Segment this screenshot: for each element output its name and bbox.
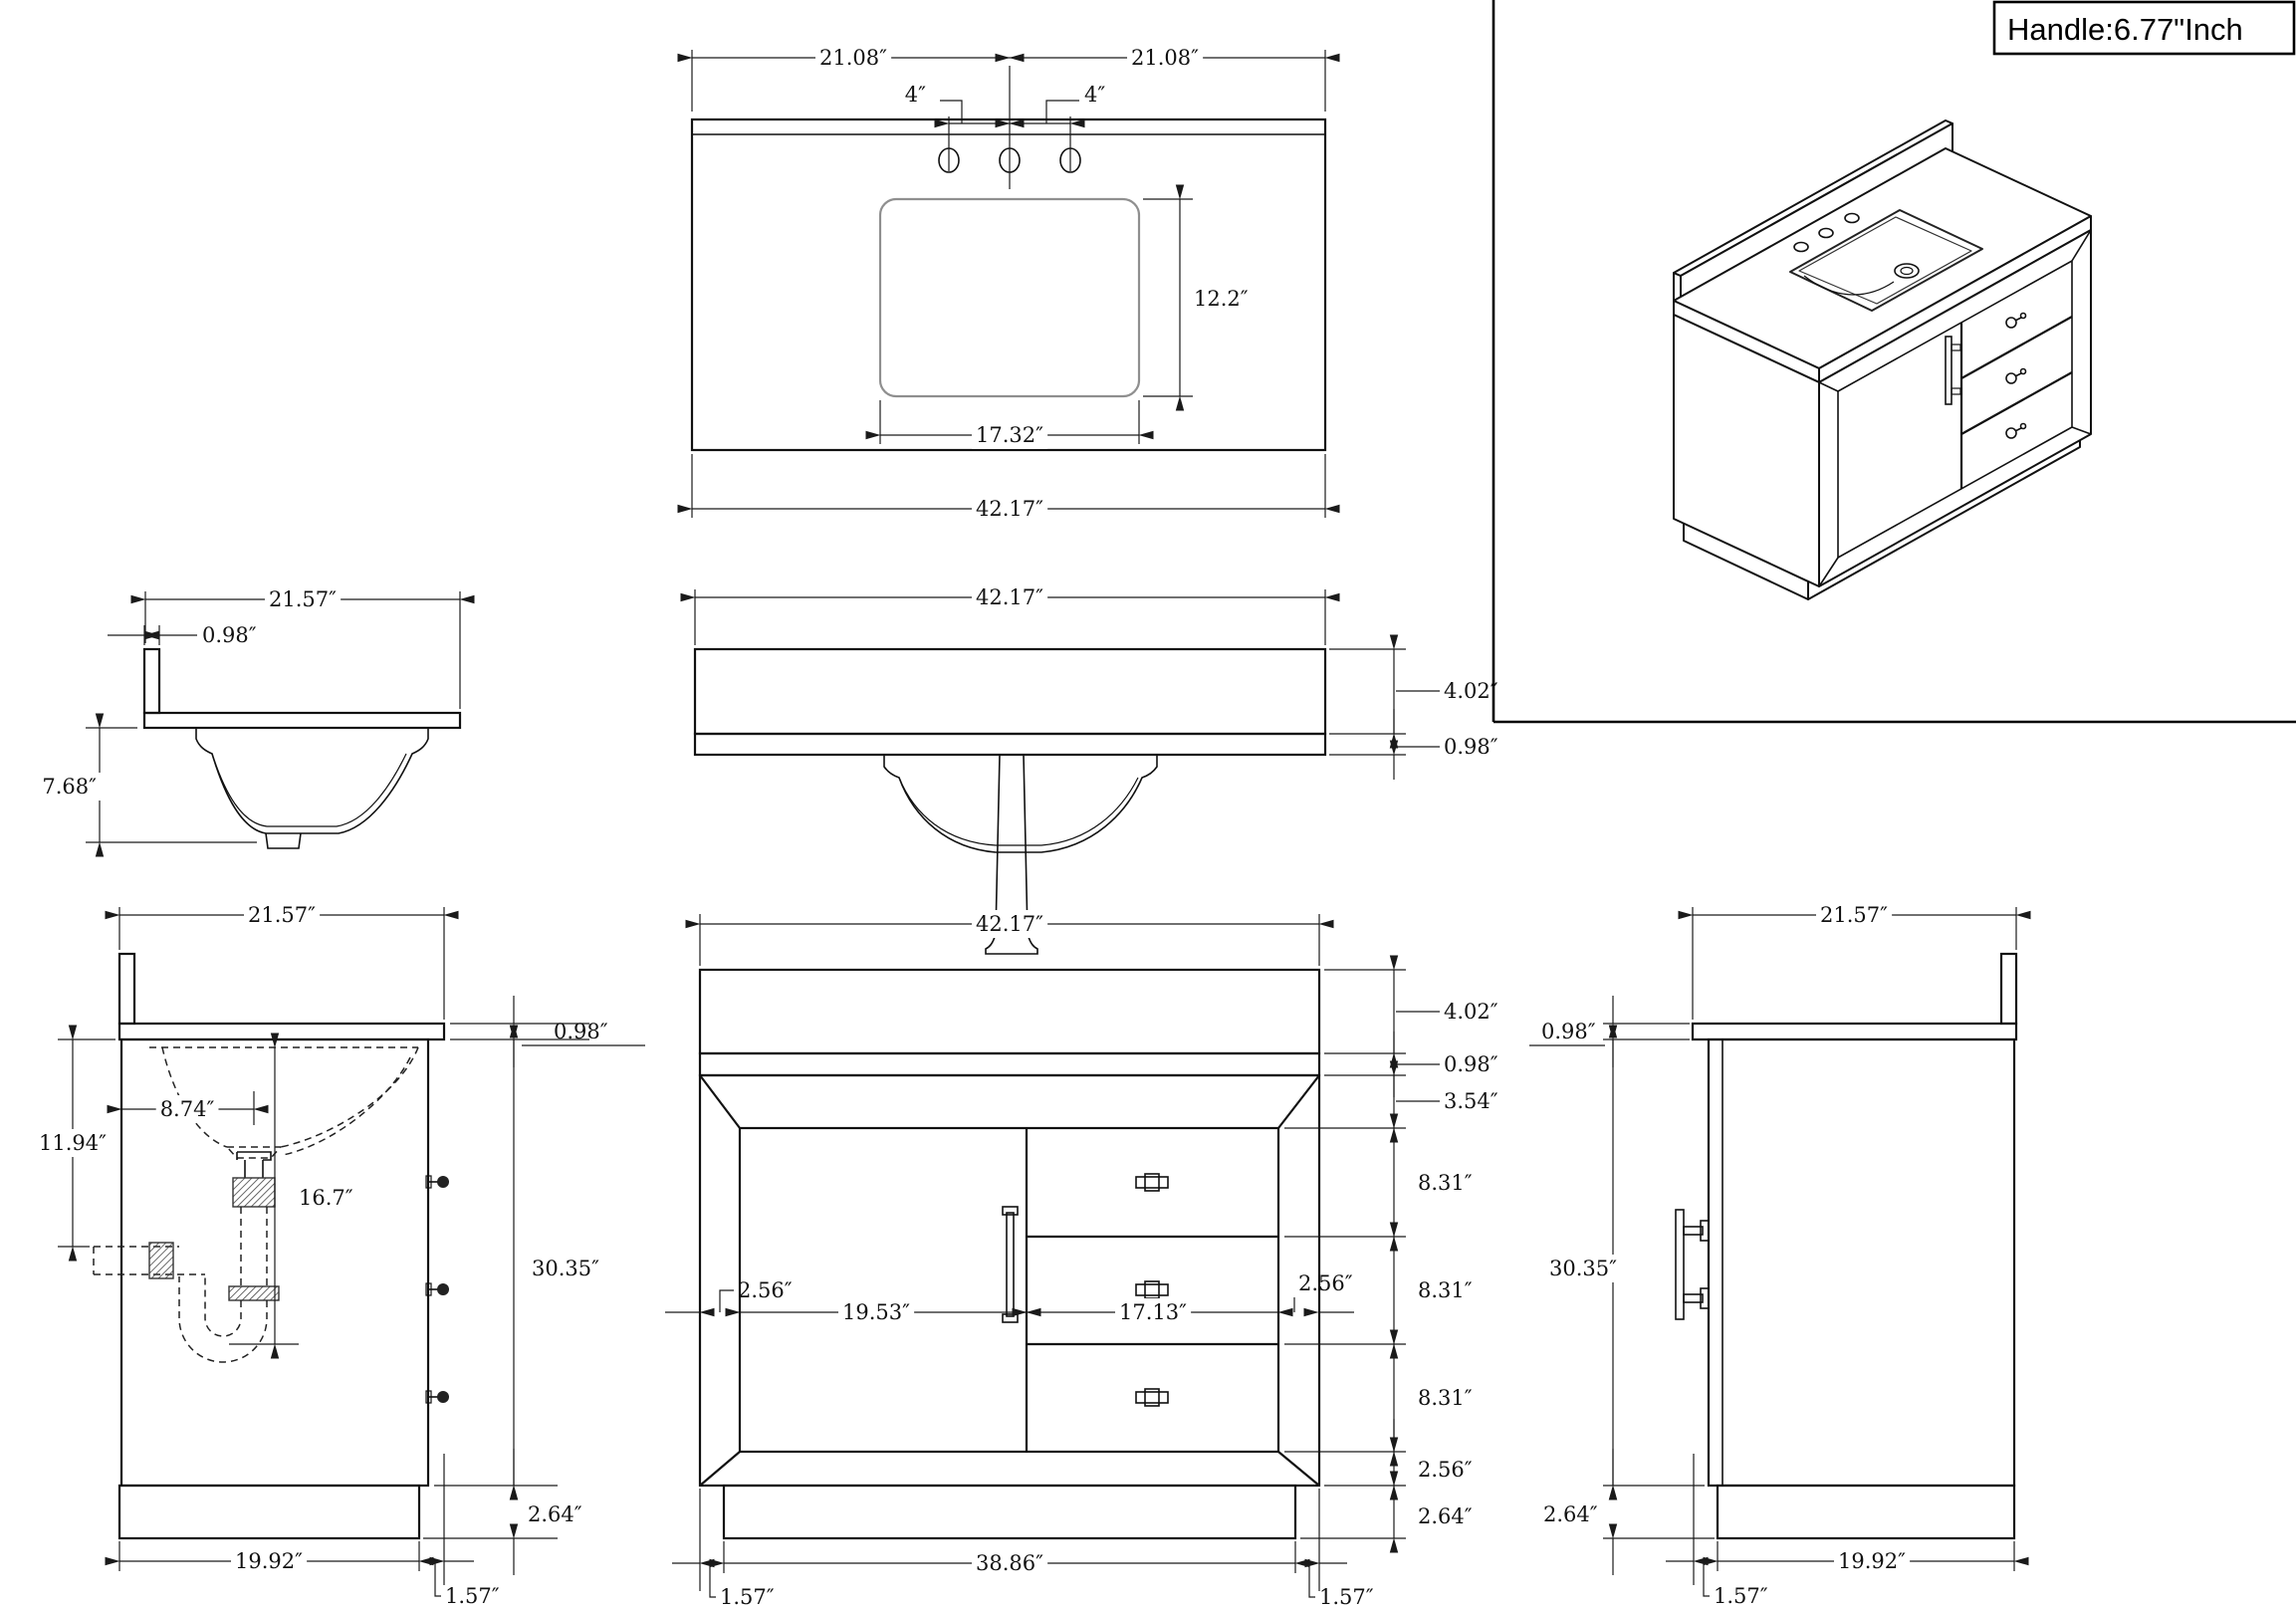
dim-drain-offset: 8.74″	[160, 1097, 215, 1121]
dim-front-frame-left: 2.56″	[738, 1278, 793, 1302]
dim-counter-front-thickness: 0.98″	[1444, 735, 1498, 759]
countertop-side-view: 21.57″ 0.98″ 7.68″	[38, 585, 475, 857]
dim-side-left-inset: 1.57″	[445, 1584, 500, 1608]
dim-front-drawer2: 8.31″	[1418, 1278, 1473, 1302]
dim-side-right-thickness: 0.98″	[1541, 1020, 1596, 1043]
dim-front-base-height: 2.64″	[1418, 1504, 1473, 1528]
handle-label-box	[1992, 0, 2296, 56]
handle-label: Handle:6.77"Inch	[2007, 12, 2243, 47]
dim-front-drawer-width: 17.13″	[1119, 1300, 1187, 1324]
top-plan-view: 21.08″ 21.08″ 4″ 4″ 12.2″ 17.32″ 42.17″	[677, 44, 1340, 523]
dim-trap-height: 11.94″	[39, 1131, 107, 1155]
dim-side-left-depth: 21.57″	[248, 903, 316, 927]
dim-top-left-half: 21.08″	[819, 46, 887, 70]
drain-coupling	[232, 1177, 276, 1208]
trap-coupling	[228, 1285, 280, 1301]
dim-drain-drop: 16.7″	[299, 1186, 353, 1210]
dim-front-inset-right: 1.57″	[1319, 1585, 1374, 1609]
side-sink-bowl	[195, 728, 429, 834]
pipe-coupling	[148, 1242, 174, 1279]
drawer-handles	[1135, 1173, 1169, 1407]
dim-side-left-thickness: 0.98″	[554, 1020, 608, 1043]
isometric-view: Handle:6.77"Inch	[1492, 0, 2296, 724]
door-handle	[1002, 1206, 1019, 1323]
side-door-handle	[1675, 1209, 1710, 1320]
front-drain	[985, 754, 1038, 955]
dim-front-width: 42.17″	[976, 912, 1043, 936]
dim-front-drawer1: 8.31″	[1418, 1171, 1473, 1195]
dim-side-right-base-height: 2.64″	[1543, 1502, 1598, 1526]
sink-cutout	[878, 197, 1141, 398]
dim-faucet-left: 4″	[905, 83, 926, 107]
dim-front-counter-thickness: 0.98″	[1444, 1052, 1498, 1076]
dim-side-right-cab-height: 30.35″	[1549, 1257, 1617, 1280]
cabinet-side-right-view: 21.57″ 0.98″ 30.35″ 2.64″ 19.92″ 1.57″	[1529, 901, 2031, 1608]
iso-door-handle	[1945, 336, 1952, 405]
dim-front-drawer3: 8.31″	[1418, 1386, 1473, 1410]
dim-counter-front-height: 4.02″	[1444, 679, 1498, 703]
cabinet-front-view: 42.17″ 4.02″ 0.98″ 3.54″ 8.31″ 8.31″ 8.3…	[665, 910, 1498, 1609]
dim-front-door-width: 19.53″	[842, 1300, 910, 1324]
dim-side-left-cab-height: 30.35″	[532, 1257, 599, 1280]
dim-side-right-depth: 21.57″	[1820, 903, 1888, 927]
dim-front-frame-top: 3.54″	[1444, 1089, 1498, 1113]
dim-side-left-base-height: 2.64″	[528, 1502, 582, 1526]
dim-side-right-base-depth: 19.92″	[1838, 1549, 1906, 1573]
dim-cutout-depth: 12.2″	[1194, 287, 1249, 311]
side-knobs	[425, 1175, 449, 1404]
dim-faucet-right: 4″	[1084, 83, 1105, 107]
countertop-front-view: 42.17″ 4.02″ 0.98″	[680, 583, 1498, 955]
dim-counter-side-depth: 21.57″	[269, 587, 337, 611]
dim-cutout-width: 17.32″	[976, 423, 1043, 447]
dim-counter-side-splash: 0.98″	[202, 623, 257, 647]
iso-sink	[1789, 209, 1983, 312]
iso-drawer-knobs	[2005, 312, 2027, 439]
dim-front-counter-height: 4.02″	[1444, 1000, 1498, 1024]
dim-plan-overall-width: 42.17″	[976, 497, 1043, 521]
cabinet-side-left-view: 21.57″ 0.98″ 11.94″ 8.74″ 16.7″ 30.35″ 2…	[35, 901, 645, 1608]
dim-bowl-depth: 7.68″	[42, 775, 97, 799]
dim-front-base-width: 38.86″	[976, 1551, 1043, 1575]
dim-side-right-inset: 1.57″	[1714, 1584, 1768, 1608]
dim-counter-front-width: 42.17″	[976, 585, 1043, 609]
dim-side-left-base-depth: 19.92″	[235, 1549, 303, 1573]
dim-front-frame-right: 2.56″	[1298, 1271, 1353, 1295]
dim-top-right-half: 21.08″	[1131, 46, 1199, 70]
dim-front-frame-bottom: 2.56″	[1418, 1458, 1473, 1482]
front-sink-bowl	[883, 755, 1158, 853]
dim-front-inset-left: 1.57″	[720, 1585, 775, 1609]
